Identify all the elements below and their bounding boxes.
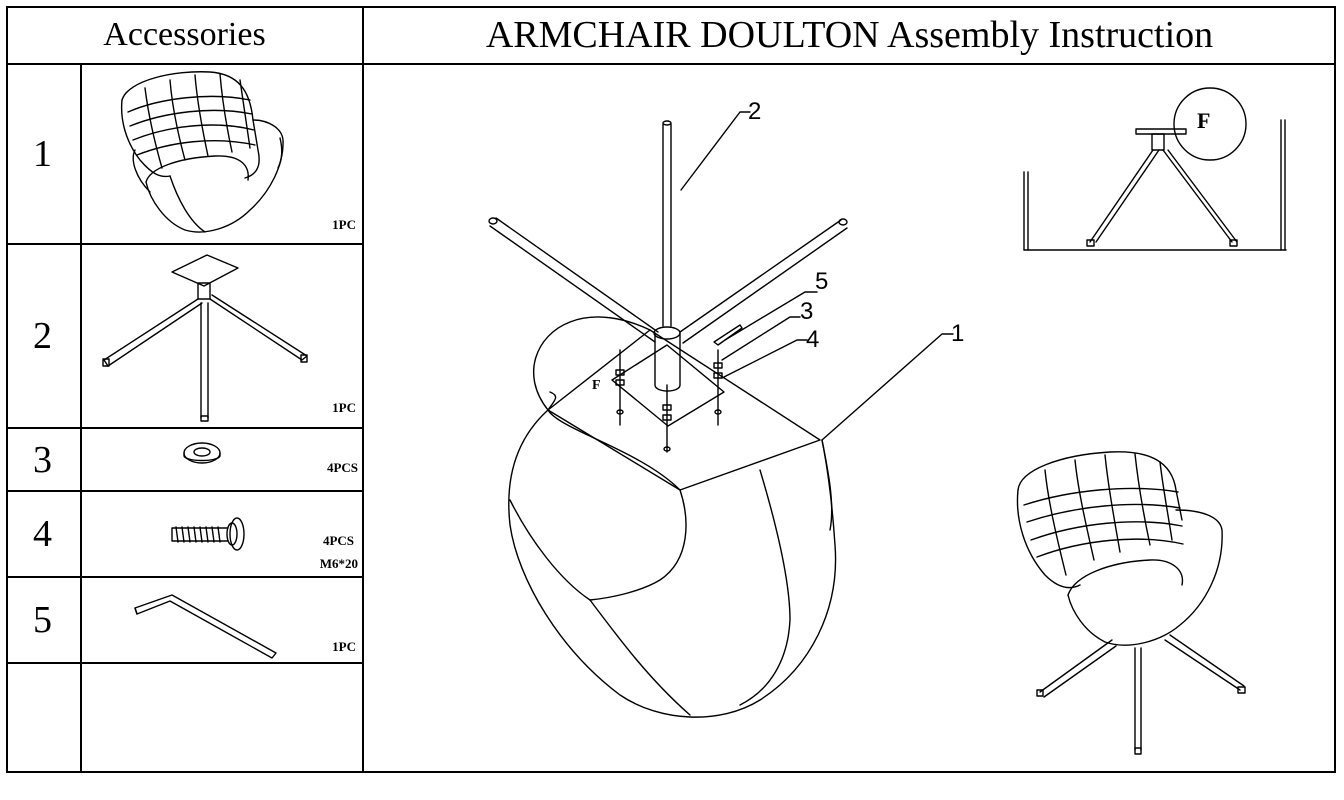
armchair-seat-icon (122, 72, 283, 232)
swivel-base-icon (103, 255, 307, 421)
detail-label: F (1197, 108, 1211, 133)
callout-washer: 3 (800, 298, 814, 325)
part-number: 4 (33, 513, 52, 555)
callout-allen-key: 5 (815, 268, 829, 295)
part-quantity: 1PC (332, 400, 356, 415)
callout-leg: 2 (748, 98, 762, 125)
assembled-chair-view (1017, 452, 1245, 754)
sheet-frame (6, 6, 1336, 773)
panel-divider (362, 6, 364, 773)
part-number: 1 (33, 133, 52, 175)
part-quantity: 1PC (332, 639, 356, 654)
plate-label: F (592, 378, 601, 393)
callout-bolt: 4 (806, 326, 820, 353)
number-column-divider (80, 65, 82, 773)
allen-key-icon (135, 595, 276, 658)
assembly-main-view (489, 112, 953, 717)
base-side-view (1024, 88, 1286, 250)
part-quantity: 4PCS (326, 460, 358, 475)
row-divider (6, 662, 363, 664)
callout-seat: 1 (951, 320, 965, 347)
row-divider (6, 243, 363, 245)
row-divider (6, 427, 363, 429)
part-number: 5 (33, 599, 52, 641)
part-number: 2 (33, 315, 52, 357)
part-quantity: 1PC (332, 217, 356, 232)
accessories-title: Accessories (6, 6, 363, 65)
row-divider (6, 490, 363, 492)
washer-icon (184, 443, 220, 463)
bolt-icon (172, 518, 244, 550)
part-size: M6*20 (319, 556, 358, 571)
part-number: 3 (33, 438, 52, 481)
instruction-title: ARMCHAIR DOULTON Assembly Instruction (363, 6, 1336, 65)
part-quantity: 4PCS (322, 533, 354, 548)
row-divider (6, 576, 363, 578)
